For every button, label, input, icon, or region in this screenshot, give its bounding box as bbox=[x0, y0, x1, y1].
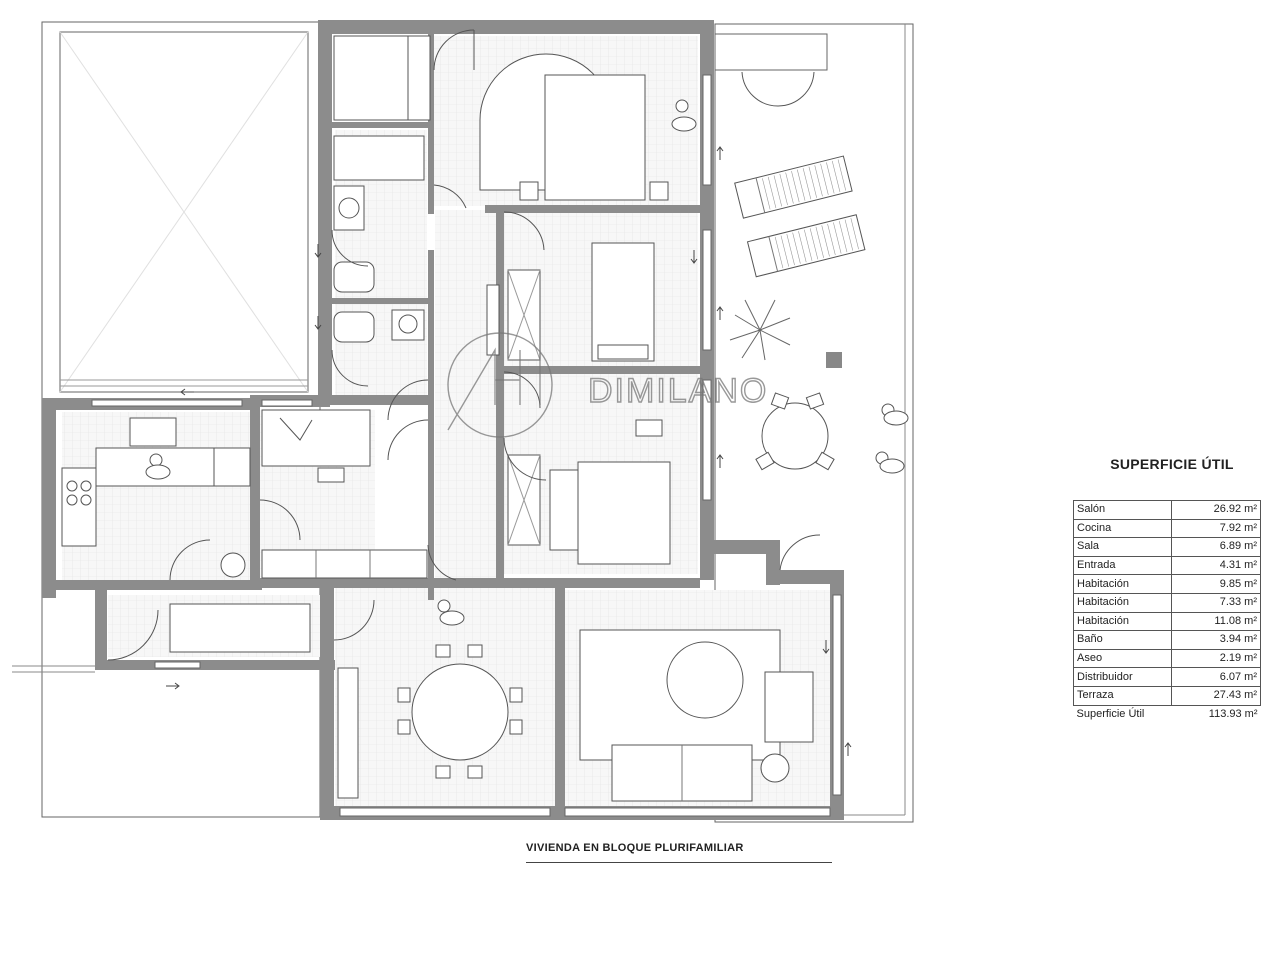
room-area: 9.85 m² bbox=[1171, 574, 1261, 594]
room-area: 6.89 m² bbox=[1171, 537, 1261, 557]
room-name: Habitación bbox=[1073, 574, 1172, 594]
room-area: 2.19 m² bbox=[1171, 648, 1261, 669]
room-name: Terraza bbox=[1073, 685, 1172, 706]
living-room bbox=[579, 629, 814, 802]
room-name: Distribuidor bbox=[1073, 667, 1172, 687]
sala-fixtures bbox=[261, 409, 428, 579]
room-area: 11.08 m² bbox=[1171, 611, 1261, 632]
room-area: 7.33 m² bbox=[1171, 592, 1261, 613]
room-area: 7.92 m² bbox=[1171, 518, 1261, 539]
terrace bbox=[714, 23, 914, 823]
room-name: Entrada bbox=[1073, 555, 1172, 576]
table-title: SUPERFICIE ÚTIL bbox=[1110, 456, 1234, 472]
room-name: Aseo bbox=[1073, 648, 1172, 669]
bedroom-1-furniture bbox=[333, 35, 669, 201]
caption-underline bbox=[526, 862, 832, 863]
room-area: 3.94 m² bbox=[1171, 630, 1261, 650]
bathroom-fixtures bbox=[333, 135, 425, 343]
kitchen-fixtures bbox=[61, 417, 251, 578]
room-area: 27.43 m² bbox=[1171, 685, 1261, 706]
watermark-text: DIMILANO bbox=[588, 372, 768, 410]
total-label: Superficie Útil bbox=[1076, 707, 1145, 720]
total-row: Superficie Útil 113.93 m² bbox=[1074, 705, 1261, 723]
bedroom-2-furniture bbox=[486, 242, 655, 362]
room-name: Baño bbox=[1073, 630, 1172, 650]
room-name: Sala bbox=[1073, 537, 1172, 557]
room-area: 4.31 m² bbox=[1171, 555, 1261, 576]
total-value: 113.93 m² bbox=[1208, 707, 1258, 720]
dining-table bbox=[337, 644, 523, 799]
room-area: 26.92 m² bbox=[1171, 500, 1261, 520]
room-area: 6.07 m² bbox=[1171, 667, 1261, 687]
room-name: Salón bbox=[1073, 500, 1172, 520]
bedroom-3-furniture bbox=[507, 419, 671, 565]
plan-caption: VIVIENDA EN BLOQUE PLURIFAMILIAR bbox=[526, 842, 744, 854]
room-name: Habitación bbox=[1073, 592, 1172, 613]
room-name: Habitación bbox=[1073, 611, 1172, 632]
watermark-logo: DIMILANO bbox=[447, 332, 768, 438]
room-name: Cocina bbox=[1073, 518, 1172, 539]
